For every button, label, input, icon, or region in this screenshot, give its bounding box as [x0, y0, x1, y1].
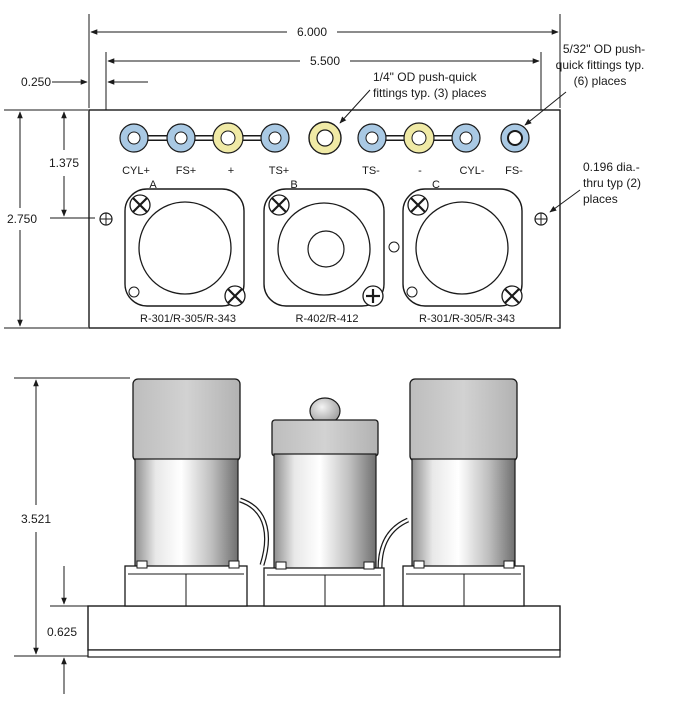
fitting-minus [403, 122, 435, 154]
note-5-32-fittings-line2: quick fittings typ. [556, 58, 645, 72]
screw-icon [407, 194, 429, 216]
note-thru-holes-line1: 0.196 dia.- [583, 160, 640, 174]
port-label-cyl-plus: CYL+ [122, 165, 150, 177]
dim-base-thickness: 0.625 [47, 625, 77, 639]
valve-c-body [402, 378, 525, 607]
dim-hole-height: 1.375 [49, 156, 79, 170]
leader-line [339, 89, 371, 124]
screw-icon [501, 285, 523, 307]
dim-plate-height: 2.750 [7, 212, 37, 226]
valve-model-a: R-301/R-305/R-343 [140, 313, 236, 325]
fitting-ts-minus [357, 123, 387, 153]
note-5-32-fittings-line3: (6) places [574, 74, 627, 88]
valve-b-body [263, 397, 385, 607]
base-plate-lip [87, 649, 561, 658]
valve-model-c: R-301/R-305/R-343 [419, 313, 515, 325]
note-quarter-inch-fittings-line2: fittings typ. (3) places [373, 86, 486, 100]
note-5-32-fittings-line1: 5/32" OD push- [563, 42, 645, 56]
valve-a-body [124, 378, 248, 607]
port-label-ts-plus: TS+ [269, 165, 289, 177]
screw-icon [268, 194, 290, 216]
tube [378, 518, 409, 569]
fitting-fs-plus [166, 123, 196, 153]
tube [239, 498, 268, 566]
mounting-hole-left [99, 212, 113, 226]
note-quarter-inch-fittings-line1: 1/4" OD push-quick [373, 70, 478, 84]
port-label-ts-minus: TS- [362, 165, 380, 177]
fitting-fs-minus [500, 123, 530, 153]
note-thru-holes-line2: thru typ (2) [583, 176, 641, 190]
valve-model-b: R-402/R-412 [296, 313, 359, 325]
port-label-fs-minus: FS- [505, 165, 523, 177]
screw-icon [129, 194, 151, 216]
screw-icon [362, 285, 384, 307]
fitting-cyl-minus [451, 123, 481, 153]
fitting-cyl-plus [119, 123, 149, 153]
dim-hole-spacing: 5.500 [310, 54, 340, 68]
port-label-minus: - [418, 165, 422, 177]
fitting-plus [212, 122, 244, 154]
valve-b-flange [263, 188, 400, 307]
port-label-plus: + [228, 165, 234, 177]
screw-icon [224, 285, 246, 307]
port-label-cyl-minus: CYL- [459, 165, 484, 177]
tube [239, 497, 269, 566]
valve-letter-a: A [149, 179, 157, 191]
mounting-hole-right [534, 212, 548, 226]
fitting-ts-plus [260, 123, 290, 153]
leader-line [549, 189, 581, 213]
valve-a-flange [124, 188, 245, 307]
dim-edge-offset: 0.250 [21, 75, 51, 89]
leader-line [524, 91, 567, 126]
valve-letter-c: C [432, 179, 440, 191]
dim-assembly-height: 3.521 [21, 512, 51, 526]
valve-letter-b: B [290, 179, 297, 191]
valve-c-flange [402, 188, 523, 307]
base-plate [87, 605, 561, 651]
port-label-fs-plus: FS+ [176, 165, 196, 177]
fitting-quarter-inch [308, 121, 342, 155]
dim-overall-width: 6.000 [297, 25, 327, 39]
note-thru-holes-line3: places [583, 192, 618, 206]
